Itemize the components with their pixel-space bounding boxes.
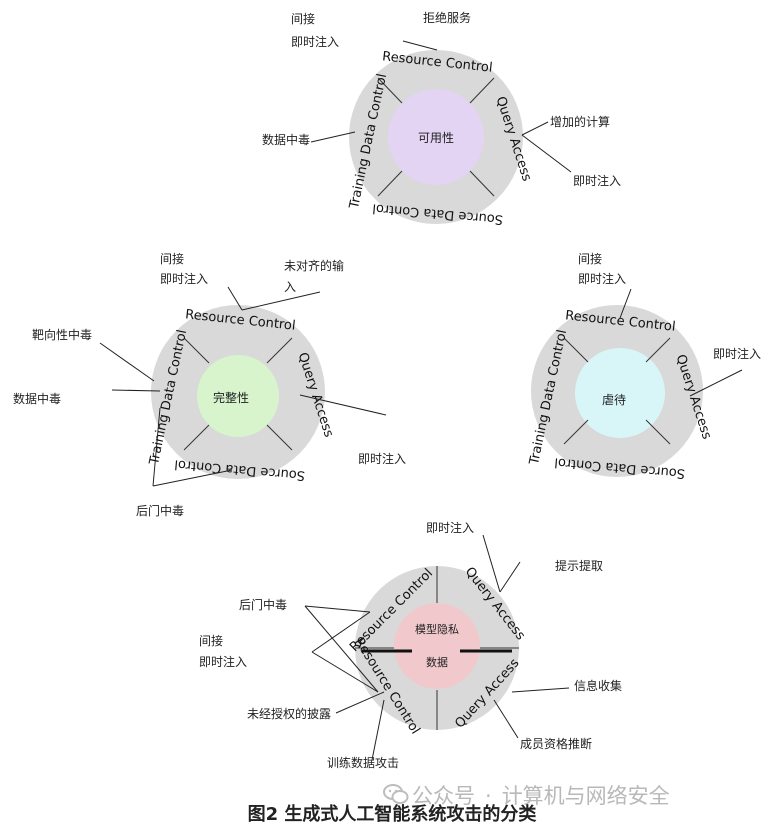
label-indirect-injection-i: 即时注入 (160, 271, 208, 286)
label-prompt-extraction: 提示提取 (555, 558, 603, 573)
integrity-center-label: 完整性 (213, 390, 249, 405)
label-info-gathering: 信息收集 (574, 678, 622, 693)
label-prompt-injection-b: 即时注入 (713, 346, 761, 361)
label-prompt-injection-a: 即时注入 (573, 173, 621, 188)
abuse-dividers (563, 337, 671, 445)
integrity-core (197, 355, 279, 437)
label-backdoor-poisoning-p: 后门中毒 (239, 597, 287, 612)
privacy-dividers (355, 566, 519, 730)
label-dos: 拒绝服务 (423, 10, 471, 25)
integrity-dividers (183, 337, 293, 451)
abuse-center-label: 虐待 (602, 393, 626, 407)
label-membership-inference: 成员资格推断 (520, 736, 592, 751)
privacy-wheel: 模型隐私 数据 Resource Control Query Access Qu… (304, 534, 570, 761)
label-prompt-injection-p: 即时注入 (426, 520, 474, 535)
availability-center-label: 可用性 (418, 131, 454, 145)
watermark: 公众号 · 计算机与网络安全 (412, 780, 670, 810)
attack-labels: 间接 即时注入 拒绝服务 数据中毒 增加的计算 即时注入 间接 即时注入 未对齐… (13, 10, 761, 770)
availability-core (388, 89, 484, 185)
label-training-data-attack: 训练数据攻击 (327, 755, 399, 770)
watermark-separator: · (485, 784, 492, 808)
label-indirect-injection-b: 即时注入 (578, 271, 626, 286)
watermark-account: 公众号 (412, 784, 475, 808)
abuse-core (575, 348, 665, 438)
label-increased-compute: 增加的计算 (550, 114, 610, 129)
label-prompt-injection-i: 即时注入 (358, 451, 406, 466)
label-unauthorized-disclosure: 未经授权的披露 (247, 706, 331, 721)
label-indirect-injection-p: 即时注入 (199, 654, 247, 669)
label-indirect-i: 间接 (160, 251, 184, 266)
label-indirect-b: 间接 (578, 251, 602, 266)
label-data-poisoning-a: 数据中毒 (262, 132, 310, 147)
label-indirect-injection-a: 即时注入 (291, 34, 339, 49)
abuse-connectors (619, 288, 743, 397)
label-misaligned-1: 未对齐的输 (284, 258, 344, 273)
wechat-icon (383, 784, 409, 804)
integrity-connectors (99, 286, 387, 487)
label-data-poisoning-i: 数据中毒 (13, 391, 61, 406)
availability-dividers (377, 77, 495, 197)
availability-wheel: 可用性 Resource Control Query Access Source… (310, 40, 572, 227)
label-indirect-p: 间接 (199, 633, 223, 648)
integrity-wheel: 完整性 Resource Control Query Access Source… (99, 286, 387, 487)
figure-caption: 图2 生成式人工智能系统攻击的分类 (247, 804, 537, 825)
label-targeted-poisoning: 靶向性中毒 (32, 327, 92, 342)
privacy-core (394, 603, 480, 689)
watermark-name: 计算机与网络安全 (501, 784, 670, 808)
availability-connectors (310, 40, 572, 173)
label-indirect-a: 间接 (291, 11, 315, 26)
label-misaligned-2: 入 (284, 280, 296, 294)
label-backdoor-poisoning-i: 后门中毒 (136, 503, 184, 518)
abuse-wheel: 虐待 Resource Control Query Access Source … (527, 288, 743, 481)
privacy-center-label-2: 数据 (426, 655, 448, 669)
privacy-center-label-1: 模型隐私 (415, 622, 459, 636)
privacy-connectors (304, 534, 570, 761)
